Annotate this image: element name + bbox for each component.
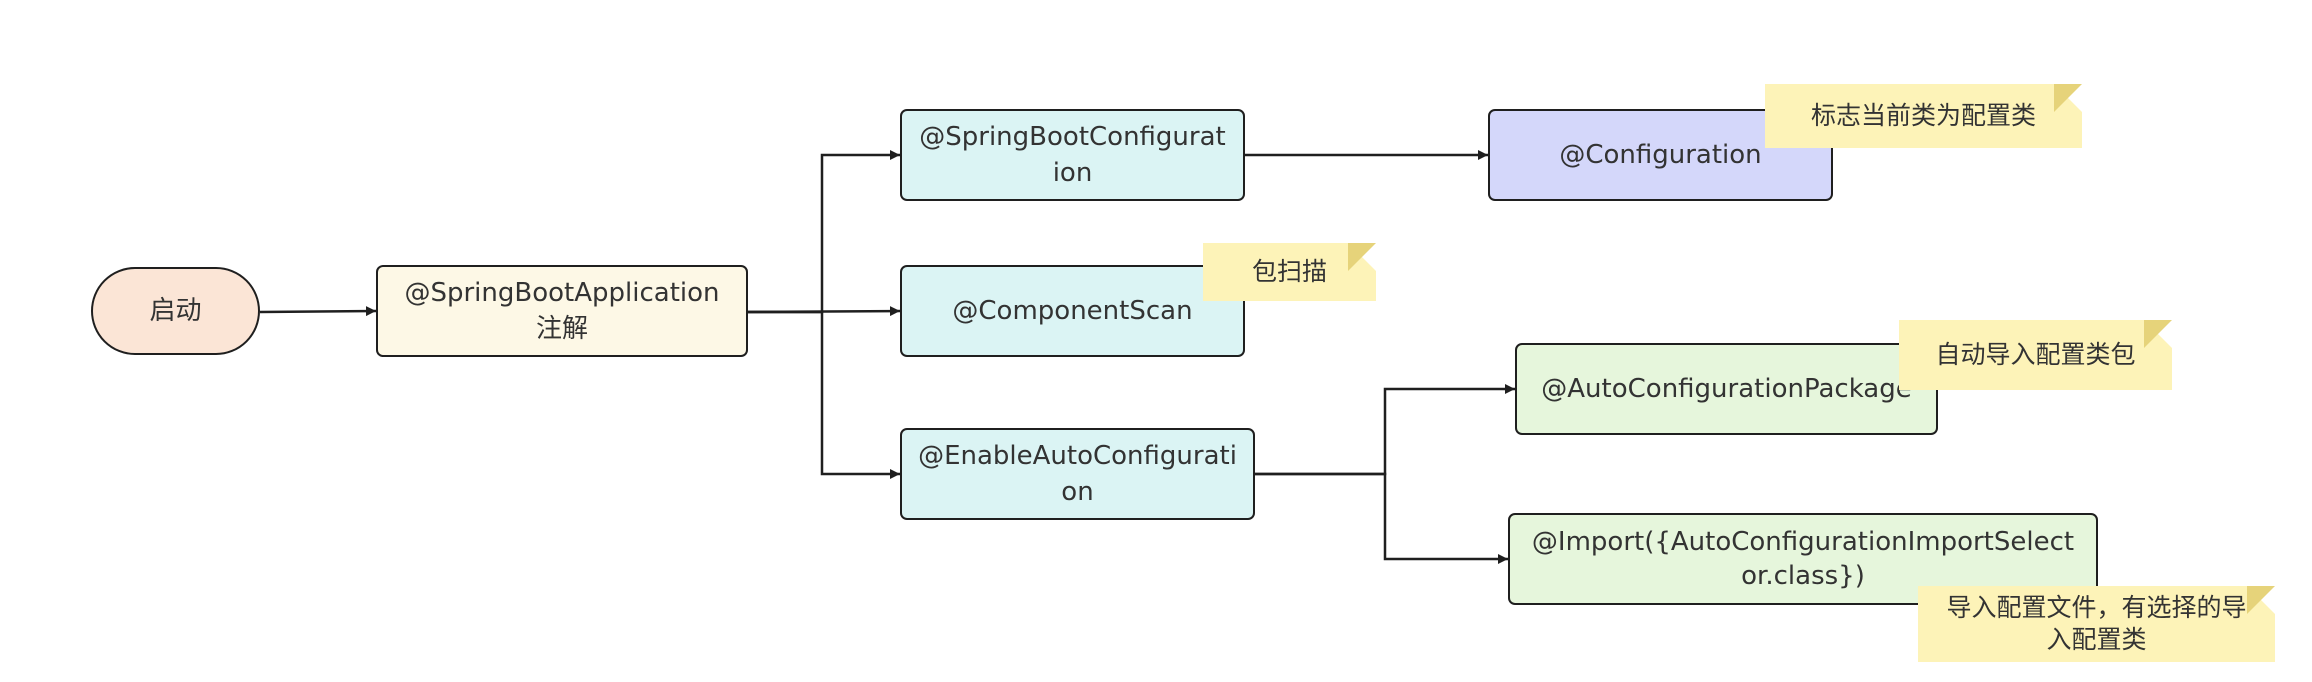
enable-auto-configuration-node: @EnableAutoConfigurati on [900, 428, 1255, 520]
start-label: 启动 [149, 296, 202, 326]
note-import: 导入配置文件，有选择的导 入配置类 [1918, 586, 2275, 662]
configuration-node: @Configuration [1488, 109, 1833, 201]
springboot-application-node: @SpringBootApplication 注解 [376, 265, 748, 357]
import-selector-label-line1: @Import({AutoConfigurationImportSelect [1531, 527, 2075, 557]
note-component-scan-text: 包扫描 [1251, 257, 1327, 286]
note-configuration: 标志当前类为配置类 [1765, 84, 2082, 148]
auto-configuration-package-label: @AutoConfigurationPackage [1541, 374, 1912, 404]
springboot-configuration-label-line1: @SpringBootConfigurat [919, 122, 1226, 152]
edge-enable-to-package [1255, 384, 1515, 476]
note-auto-package-text: 自动导入配置类包 [1935, 340, 2136, 369]
auto-configuration-package-node: @AutoConfigurationPackage [1515, 343, 1938, 435]
edge-app-to-sbconfig [748, 150, 900, 314]
springboot-application-label-line2: 注解 [535, 314, 588, 344]
note-fold-shade [1348, 243, 1376, 271]
component-scan-label: @ComponentScan [952, 296, 1193, 326]
note-auto-package: 自动导入配置类包 [1899, 320, 2172, 390]
import-selector-node: @Import({AutoConfigurationImportSelect o… [1508, 513, 2098, 605]
note-fold-shade [2054, 84, 2082, 112]
start-node: 启动 [91, 267, 260, 355]
component-scan-node: @ComponentScan [900, 265, 1245, 357]
import-selector-label-line2: or.class}) [1741, 561, 1865, 591]
configuration-label: @Configuration [1559, 140, 1762, 170]
enable-auto-configuration-label-line2: on [1061, 477, 1094, 507]
edge-enable-to-import [1255, 472, 1508, 564]
note-configuration-text: 标志当前类为配置类 [1810, 101, 2036, 130]
note-import-text-line2: 入配置类 [2046, 625, 2147, 654]
note-fold-shade [2247, 586, 2275, 614]
enable-auto-configuration-label-line1: @EnableAutoConfigurati [918, 441, 1237, 471]
note-component-scan: 包扫描 [1203, 243, 1376, 301]
edge-app-to-enable [748, 310, 900, 479]
note-import-text-line1: 导入配置文件，有选择的导 [1946, 593, 2247, 622]
springboot-application-label-line1: @SpringBootApplication [404, 278, 720, 308]
springboot-configuration-label-line2: ion [1052, 158, 1093, 188]
edge-start-to-app [259, 306, 377, 317]
note-fold-shade [2144, 320, 2172, 348]
springboot-configuration-node: @SpringBootConfigurat ion [900, 109, 1245, 201]
